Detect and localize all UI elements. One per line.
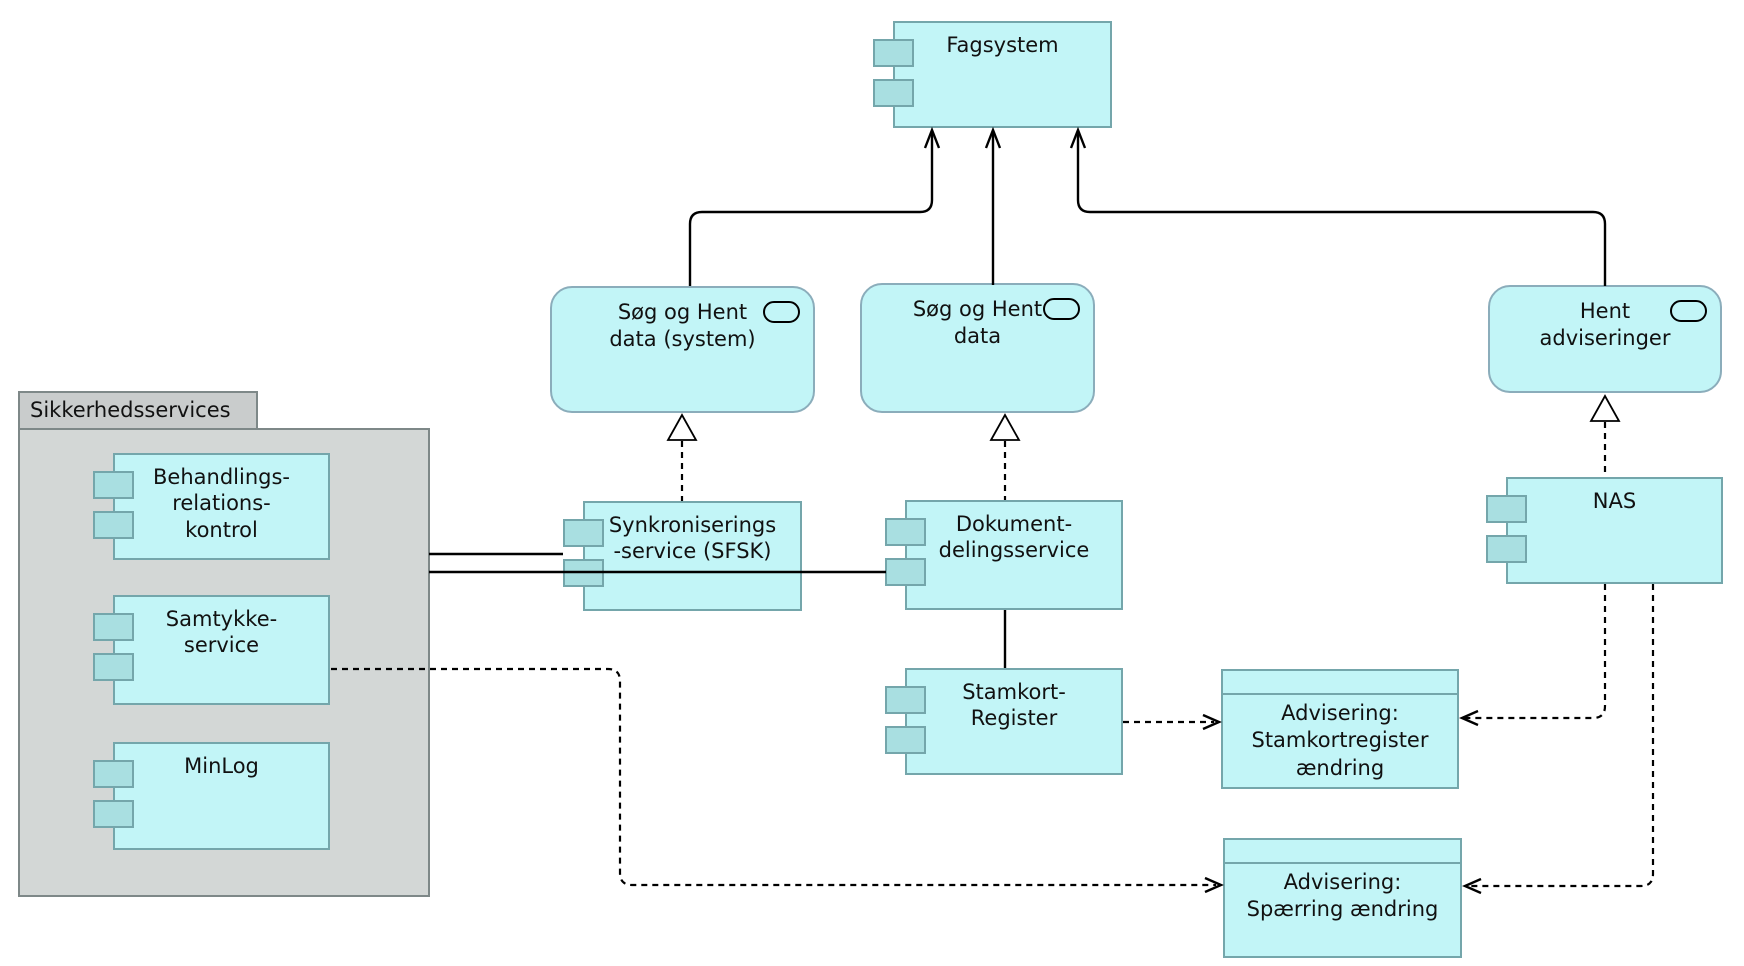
connector-soeg-data-to-fagsystem <box>984 126 1002 285</box>
realization-dokumentdeling-to-soeg-data <box>989 413 1021 500</box>
component-port-icon <box>93 760 134 788</box>
interface-icon <box>763 301 800 323</box>
component-port-icon <box>563 519 604 547</box>
interface-label: Søg og Hent data (system) <box>609 300 756 352</box>
component-label: Dokument- delingsservice <box>938 512 1090 563</box>
component-port-icon <box>93 471 134 499</box>
component-port-icon <box>93 511 134 539</box>
component-port-icon <box>93 800 134 828</box>
component-samtykkeservice: Samtykke- service <box>93 595 330 705</box>
event-label: Advisering: Spærring ændring <box>1246 870 1439 922</box>
interface-icon <box>1670 300 1707 322</box>
component-behandlingsrelationskontrol: Behandlings- relations- kontrol <box>93 453 330 560</box>
component-port-icon <box>885 726 926 754</box>
realization-synkronisering-to-soeg-system <box>666 413 698 501</box>
connector-hent-adviseringer-to-fagsystem <box>1069 126 1607 286</box>
component-port-icon <box>1486 535 1527 563</box>
component-label: Samtykke- service <box>165 607 278 658</box>
component-nas: NAS <box>1486 477 1723 584</box>
component-label: Stamkort- Register <box>962 680 1066 731</box>
component-minlog: MinLog <box>93 742 330 850</box>
component-port-icon <box>885 558 926 586</box>
component-port-icon <box>563 559 604 587</box>
realization-nas-to-hent-adviseringer <box>1589 394 1621 477</box>
event-label: Advisering: Stamkortregister ændring <box>1251 701 1429 780</box>
component-label: Behandlings- relations- kontrol <box>153 465 290 542</box>
component-label: MinLog <box>184 754 259 778</box>
component-port-icon <box>93 653 134 681</box>
interface-hent-adviseringer: Hent adviseringer <box>1488 285 1722 393</box>
component-label: Fagsystem <box>946 33 1059 57</box>
interface-icon <box>1043 298 1080 320</box>
component-stamkortregister: Stamkort- Register <box>885 668 1123 775</box>
dependency-nas-to-advisering-stamkort <box>1459 584 1607 727</box>
component-port-icon <box>885 518 926 546</box>
interface-soeg-og-hent-data-system: Søg og Hent data (system) <box>550 286 815 413</box>
interface-label: Søg og Hent data <box>912 297 1043 349</box>
component-port-icon <box>873 39 914 67</box>
component-port-icon <box>1486 495 1527 523</box>
component-label: NAS <box>1592 489 1637 513</box>
package-tab-sikkerhedsservices: Sikkerhedsservices <box>18 391 258 428</box>
package-title: Sikkerhedsservices <box>30 398 231 422</box>
interface-label: Hent adviseringer <box>1539 299 1671 351</box>
event-header-compartment <box>1225 840 1460 864</box>
component-synkroniseringsservice: Synkroniserings -service (SFSK) <box>563 501 802 611</box>
event-header-compartment <box>1223 671 1457 695</box>
component-port-icon <box>93 613 134 641</box>
connector-soeg-system-to-fagsystem <box>688 126 941 286</box>
event-advisering-spaerring: Advisering: Spærring ændring <box>1223 838 1462 958</box>
dependency-nas-to-advisering-spaerring <box>1462 584 1655 895</box>
event-advisering-stamkortregister: Advisering: Stamkortregister ændring <box>1221 669 1459 789</box>
component-port-icon <box>885 686 926 714</box>
component-dokumentdelingsservice: Dokument- delingsservice <box>885 500 1123 610</box>
component-port-icon <box>873 79 914 107</box>
dependency-stamkort-to-advisering-stamkort <box>1123 713 1222 731</box>
interface-soeg-og-hent-data: Søg og Hent data <box>860 283 1095 413</box>
component-label: Synkroniserings -service (SFSK) <box>608 513 777 564</box>
component-fagsystem: Fagsystem <box>873 21 1112 128</box>
